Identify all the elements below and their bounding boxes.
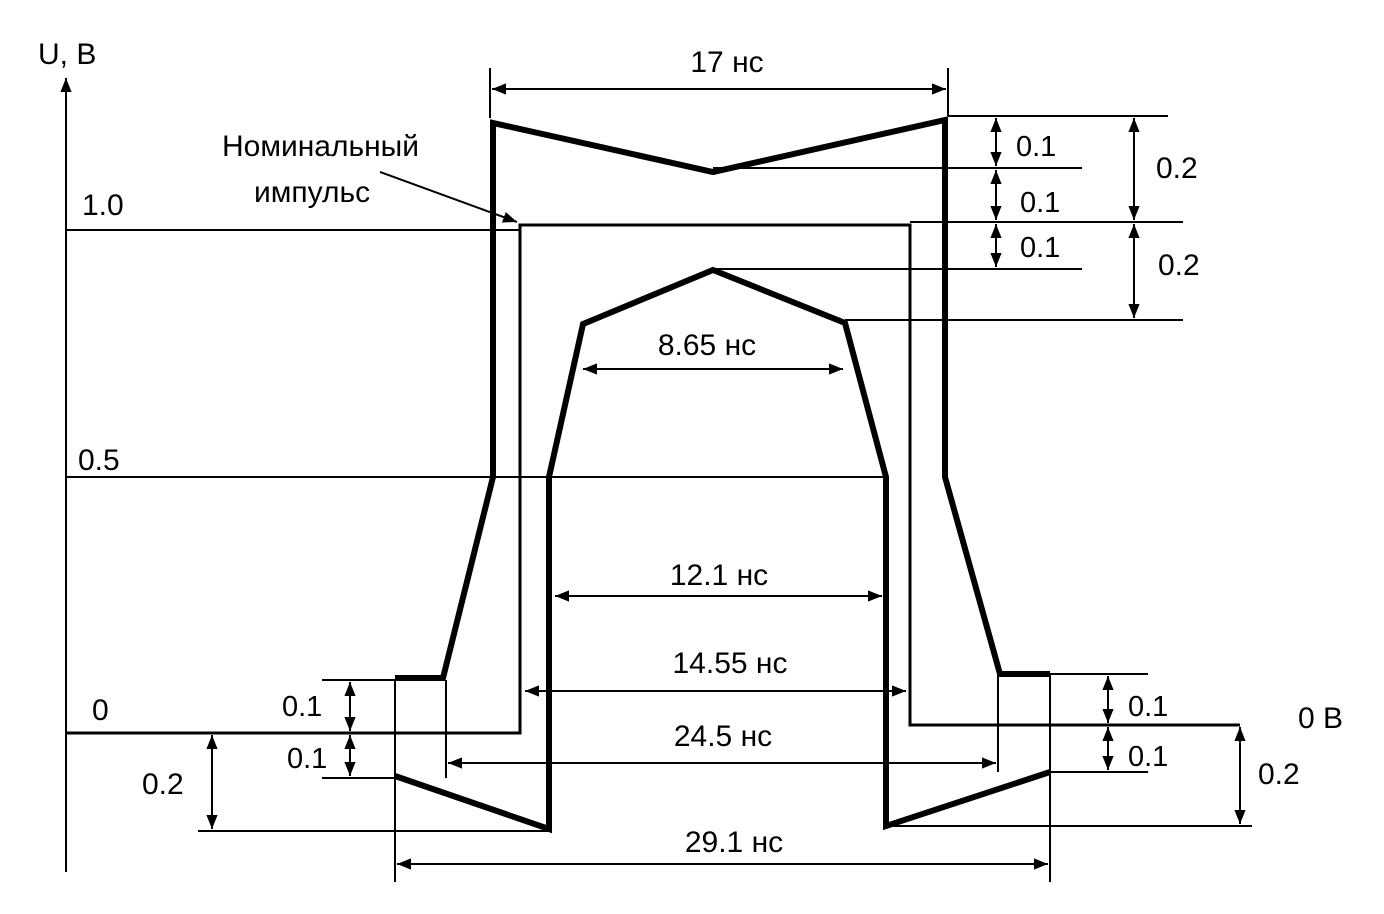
label-right-a: 0.1	[1128, 691, 1168, 723]
label-14-55ns: 14.55 нс	[673, 647, 788, 680]
level-label-1: 1.0	[82, 189, 124, 222]
label-top-b: 0.1	[1020, 187, 1060, 219]
level-label-05: 0.5	[78, 444, 120, 477]
nominal-pulse-label-2: импульс	[254, 176, 370, 209]
label-12-1ns: 12.1 нс	[670, 559, 768, 592]
label-top-d: 0.2	[1156, 152, 1198, 185]
nominal-pulse	[66, 223, 1240, 735]
label-29-1ns: 29.1 нс	[685, 826, 783, 859]
label-top-a: 0.1	[1016, 131, 1056, 163]
outer-mask	[395, 116, 1050, 681]
nominal-pulse-pointer	[379, 171, 518, 223]
label-8-65ns: 8.65 нс	[658, 329, 756, 362]
nominal-pulse-label-1: Номинальный	[222, 130, 419, 163]
label-17ns: 17 нс	[690, 46, 763, 79]
y-axis-label: U, B	[38, 38, 96, 71]
label-right-c: 0.2	[1258, 758, 1300, 791]
label-left-c: 0.2	[142, 768, 184, 801]
zero-volt-label: 0 B	[1298, 702, 1343, 735]
level-label-0: 0	[92, 694, 109, 727]
label-top-c: 0.1	[1020, 232, 1060, 264]
label-right-b: 0.1	[1128, 741, 1168, 773]
label-left-a: 0.1	[282, 691, 322, 723]
label-left-b: 0.1	[287, 743, 327, 775]
label-top-e: 0.2	[1158, 249, 1200, 282]
label-24-5ns: 24.5 нс	[674, 720, 772, 753]
